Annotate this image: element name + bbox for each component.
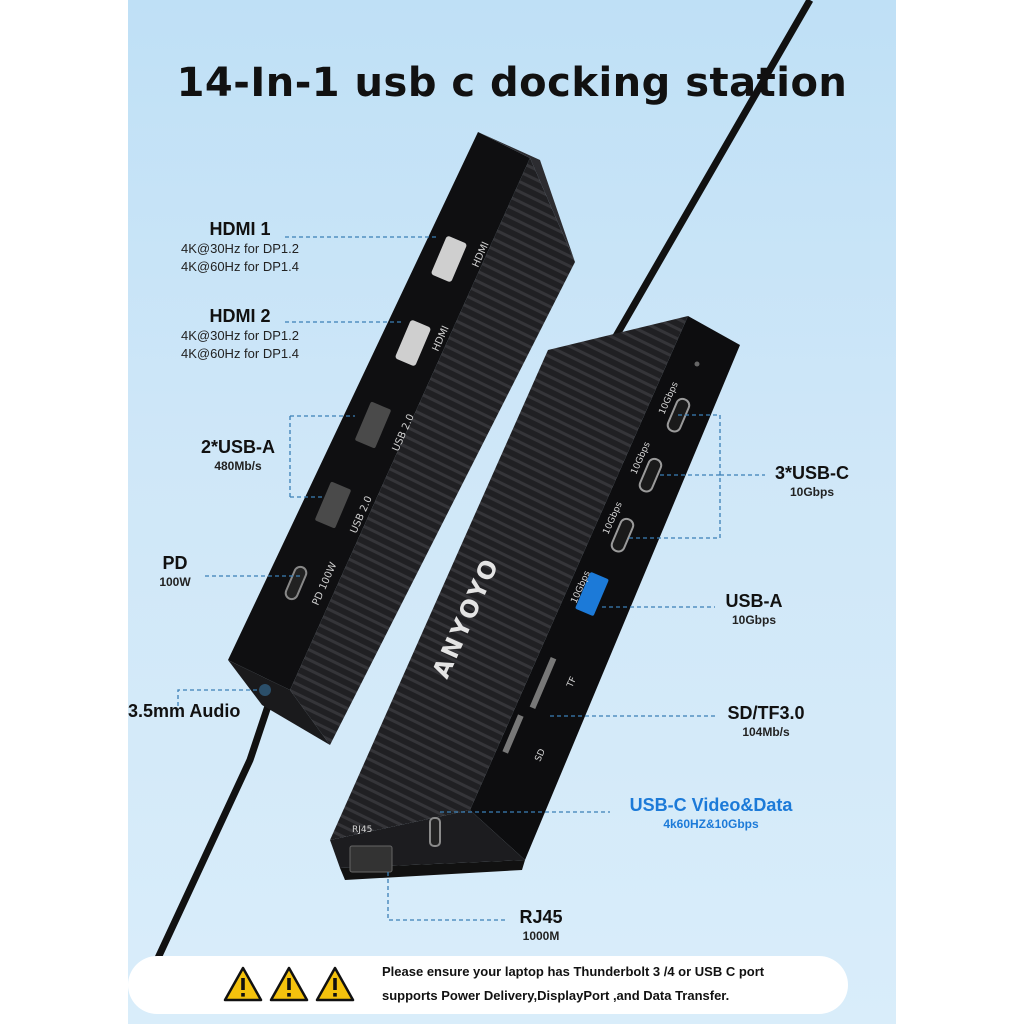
page-title: 14-In-1 usb c docking station — [176, 60, 848, 106]
label-audio: 3.5mm Audio — [128, 700, 268, 722]
warning-icon — [223, 966, 263, 1002]
right-hub-top — [330, 316, 688, 840]
label-hdmi1: HDMI 1 4K@30Hz for DP1.2 4K@60Hz for DP1… — [162, 218, 318, 276]
hdmi1-name: HDMI 1 — [209, 219, 271, 239]
usba2-name: 2*USB-A — [200, 437, 275, 457]
warning-icon — [269, 966, 309, 1002]
rj45-name: RJ45 — [519, 907, 563, 927]
video-name: USB-C Video&Data — [629, 795, 793, 815]
hdmi1-line1: 4K@30Hz for DP1.2 — [181, 241, 299, 256]
pd-sub: 100W — [159, 575, 191, 589]
notice-line-2: supports Power Delivery,DisplayPort ,and… — [382, 988, 730, 1003]
usba10-sub: 10Gbps — [731, 613, 776, 627]
rj45-mark: RJ45 — [352, 825, 372, 835]
label-pd: PD 100W — [140, 552, 210, 590]
hdmi2-line2: 4K@60Hz for DP1.4 — [181, 346, 299, 361]
label-usbc-video: USB-C Video&Data 4k60HZ&10Gbps — [612, 794, 810, 832]
sdtf-name: SD/TF3.0 — [727, 703, 805, 723]
leader-lines — [177, 236, 765, 921]
compatibility-notice: Please ensure your laptop has Thunderbol… — [382, 960, 764, 1008]
notice-line-1: Please ensure your laptop has Thunderbol… — [382, 964, 765, 979]
sdtf-sub: 104Mb/s — [742, 725, 790, 739]
cable-right — [604, 0, 814, 352]
pd-name: PD — [162, 553, 188, 573]
hdmi2-line1: 4K@30Hz for DP1.2 — [181, 328, 299, 343]
usbc3-name: 3*USB-C — [774, 463, 849, 483]
label-hdmi2: HDMI 2 4K@30Hz for DP1.2 4K@60Hz for DP1… — [162, 305, 318, 363]
hdmi2-name: HDMI 2 — [209, 306, 271, 326]
left-ports — [259, 236, 467, 696]
hdmi1-line2: 4K@60Hz for DP1.4 — [181, 259, 299, 274]
tf-mark: TF — [565, 675, 579, 690]
video-sub: 4k60HZ&10Gbps — [663, 817, 759, 831]
label-usba-2: 2*USB-A 480Mb/s — [178, 436, 298, 474]
warning-icon — [315, 966, 355, 1002]
label-rj45: RJ45 1000M — [506, 906, 576, 944]
label-usbc-3: 3*USB-C 10Gbps — [760, 462, 864, 500]
rj45-sub: 1000M — [522, 929, 560, 943]
cable-left — [154, 698, 274, 960]
usba2-sub: 480Mb/s — [214, 459, 262, 473]
sd-mark: SD — [534, 748, 548, 764]
audio-name: 3.5mm Audio — [128, 701, 241, 721]
usba10-name: USB-A — [725, 591, 783, 611]
usbc3-sub: 10Gbps — [789, 485, 834, 499]
label-usba-10g: USB-A 10Gbps — [704, 590, 804, 628]
label-sd-tf: SD/TF3.0 104Mb/s — [708, 702, 824, 740]
left-hub-top — [290, 158, 575, 745]
right-ports — [349, 361, 700, 873]
